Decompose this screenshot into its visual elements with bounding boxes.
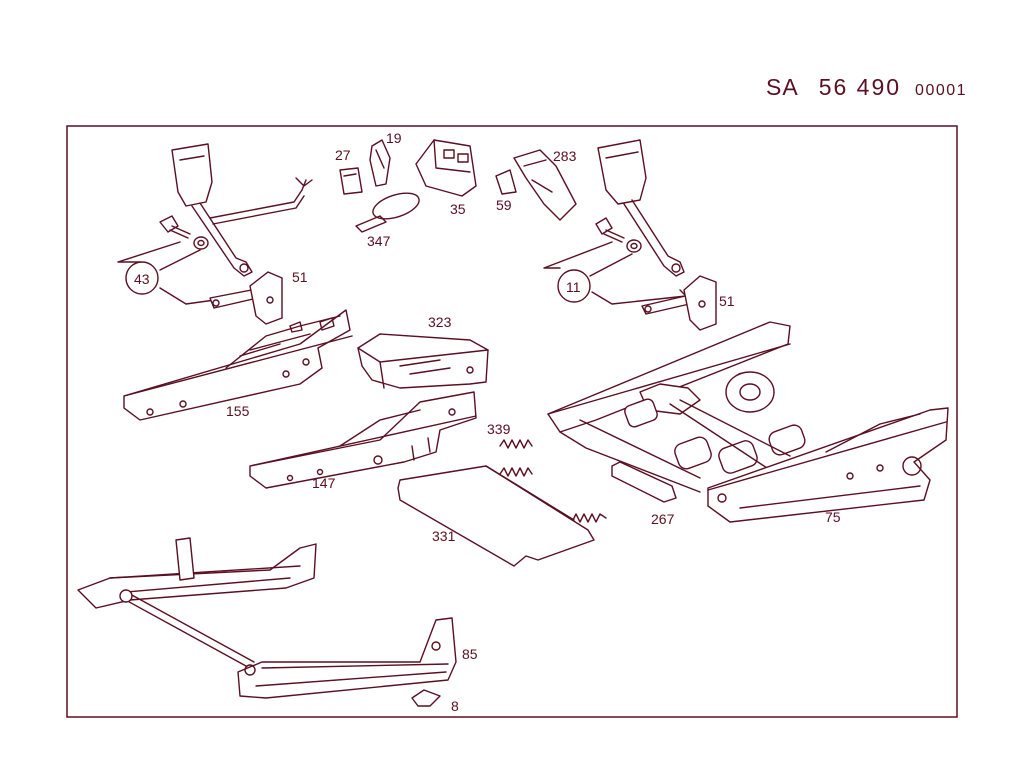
part-labels: 43 51 155 27 19 347 35 59 283 11 51 323 … [134,130,841,714]
seat-membrane-331 [397,465,595,567]
clip-59 [495,169,517,195]
diagram-sheet-number: 00001 [915,82,968,99]
bolt-and-washer-right [595,217,642,253]
cable-tie-347 [355,192,420,233]
diagram-code-prefix: SA [766,74,799,100]
label-267: 267 [651,511,675,527]
seat-rail-left-outer [123,309,353,421]
label-347: 347 [367,233,391,249]
label-147: 147 [312,475,336,491]
pad-267 [611,461,677,503]
seat-base-frame-85 [77,537,457,699]
power-seat-motor-assembly [547,321,949,523]
switch-housing-35 [415,139,477,197]
label-8: 8 [451,698,459,714]
label-51-right: 51 [719,293,735,309]
label-339: 339 [487,421,511,437]
label-11: 11 [566,279,581,295]
hinge-bracket-left [209,271,283,325]
label-43: 43 [134,271,150,287]
diagram-code-number: 56 490 [818,74,902,100]
label-27: 27 [335,147,351,163]
clip-27 [339,167,363,195]
springs-339 [499,439,607,523]
label-331: 331 [432,528,456,544]
label-19: 19 [386,130,402,146]
label-323: 323 [428,314,452,330]
label-155: 155 [226,403,250,419]
motor-cover-323 [357,333,489,389]
label-35: 35 [450,201,466,217]
callout-11-leaders [543,241,687,305]
seat-rail-left-inner [249,391,477,489]
diagram-frame [66,125,958,718]
seat-belt-buckle-left [171,143,313,277]
clip-8 [411,689,441,707]
label-85: 85 [462,646,478,662]
hinge-bracket-right [641,275,717,331]
diagram-code: SA 56 490 00001 [766,74,967,101]
label-75: 75 [825,509,841,525]
label-59: 59 [496,197,512,213]
label-283: 283 [553,148,577,164]
bolt-and-washer-left [159,215,209,250]
seat-belt-buckle-right [597,139,685,277]
label-51-left: 51 [292,269,308,285]
cover-283 [513,149,577,221]
holder-19 [369,139,391,187]
